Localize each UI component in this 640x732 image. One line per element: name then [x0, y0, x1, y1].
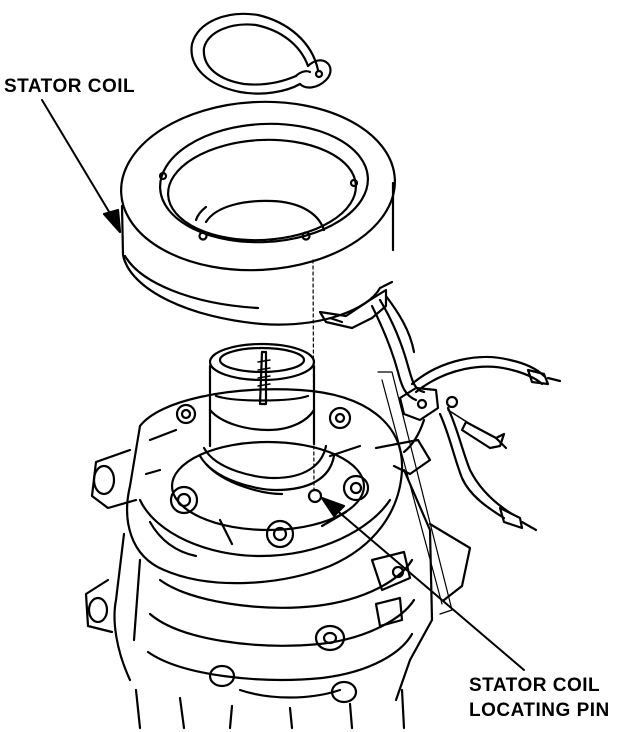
coil-wires: [370, 294, 562, 532]
locating-pin-leader-arrow: [320, 496, 525, 671]
locating-pin-label-line1: STATOR COIL: [469, 675, 601, 696]
stator-coil-leader-arrow: [41, 99, 122, 234]
snap-ring: [190, 12, 332, 95]
stator-coil: [120, 100, 396, 330]
compressor-body: [84, 468, 472, 730]
compressor-housing: [90, 388, 432, 585]
stator-coil-label: STATOR COIL: [4, 76, 136, 97]
locating-pin-label-line2: LOCATING PIN: [469, 700, 610, 721]
alignment-lines: [312, 259, 453, 615]
